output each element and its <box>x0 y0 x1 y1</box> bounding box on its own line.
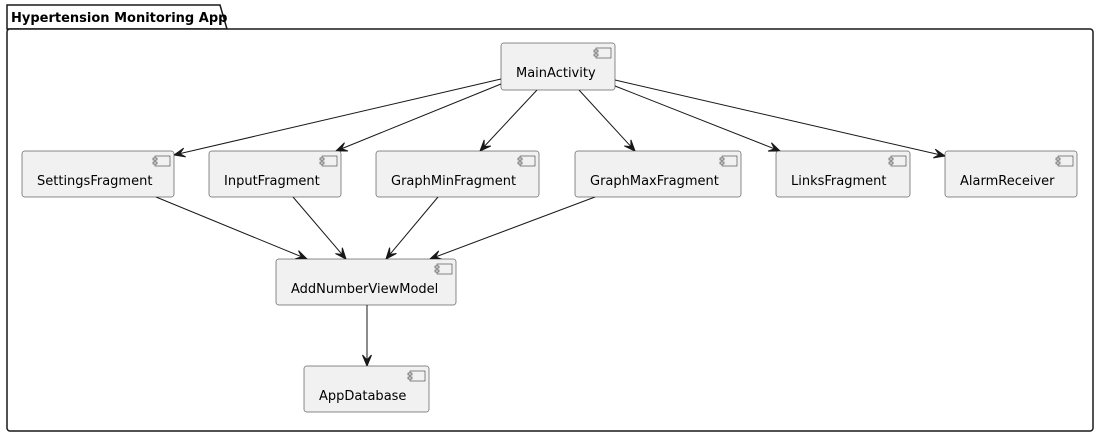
edge-line <box>614 85 775 150</box>
component-label: AlarmReceiver <box>960 174 1055 189</box>
component-box <box>21 150 175 198</box>
component-box <box>375 150 540 198</box>
edge-line <box>341 83 502 150</box>
component-viewmodel: AddNumberViewModel <box>275 258 457 306</box>
component-label: LinksFragment <box>791 174 887 189</box>
component-label: AppDatabase <box>319 389 406 404</box>
edge-main-to-settings <box>172 78 502 158</box>
component-icon <box>517 155 536 167</box>
component-alarm: AlarmReceiver <box>944 150 1078 198</box>
arrowhead <box>933 148 947 159</box>
arrowhead <box>624 139 636 152</box>
edge-line <box>578 89 632 147</box>
edge-line <box>483 89 538 147</box>
component-icon <box>719 155 738 167</box>
component-main: MainActivity <box>500 42 616 91</box>
package-title: Hypertension Monitoring App <box>11 11 227 26</box>
edge-line <box>435 196 596 258</box>
component-icon <box>319 155 338 167</box>
edge-main-to-graphmin <box>479 89 538 152</box>
component-label: SettingsFragment <box>37 174 152 189</box>
component-icon <box>407 370 426 382</box>
component-icon <box>888 155 907 167</box>
component-icon <box>1055 155 1074 167</box>
component-label: MainActivity <box>516 66 596 81</box>
package-hypertension-monitoring-app: Hypertension Monitoring App <box>6 4 1094 432</box>
edge-line <box>155 196 302 258</box>
arrowhead <box>172 147 186 158</box>
arrowhead <box>767 142 782 152</box>
arrowhead <box>385 247 397 261</box>
component-input: InputFragment <box>208 150 342 198</box>
component-box <box>303 365 430 413</box>
component-icon <box>152 155 171 167</box>
package-frame <box>6 28 1094 432</box>
edge-main-to-input <box>334 83 502 152</box>
component-box <box>574 150 742 198</box>
component-db: AppDatabase <box>303 365 430 413</box>
component-box <box>275 258 457 306</box>
component-settings: SettingsFragment <box>21 150 175 198</box>
component-label: AddNumberViewModel <box>291 282 438 297</box>
edge-line <box>614 79 940 156</box>
arrowhead <box>479 139 492 152</box>
component-box <box>775 150 911 198</box>
component-graphmax: GraphMaxFragment <box>574 150 742 198</box>
component-label: InputFragment <box>224 174 320 189</box>
component-label: GraphMinFragment <box>391 174 516 189</box>
edge-main-to-alarm <box>614 79 947 159</box>
edge-input-to-viewmodel <box>292 196 347 261</box>
edge-line <box>389 196 439 255</box>
component-box <box>944 150 1078 198</box>
edge-line <box>292 196 343 255</box>
component-label: GraphMaxFragment <box>590 174 719 189</box>
component-box <box>208 150 342 198</box>
component-icon <box>434 263 453 275</box>
component-box <box>500 42 616 91</box>
edge-main-to-graphmax <box>578 89 636 152</box>
component-graphmin: GraphMinFragment <box>375 150 540 198</box>
edge-viewmodel-to-db <box>362 305 372 368</box>
component-icon <box>593 47 612 59</box>
edge-line <box>179 78 502 155</box>
arrowhead <box>362 354 372 368</box>
arrowhead <box>335 247 347 261</box>
arrowhead <box>334 142 349 152</box>
edge-graphmin-to-viewmodel <box>385 196 439 261</box>
component-links: LinksFragment <box>775 150 911 198</box>
edges <box>155 78 947 368</box>
edge-main-to-links <box>614 85 782 152</box>
